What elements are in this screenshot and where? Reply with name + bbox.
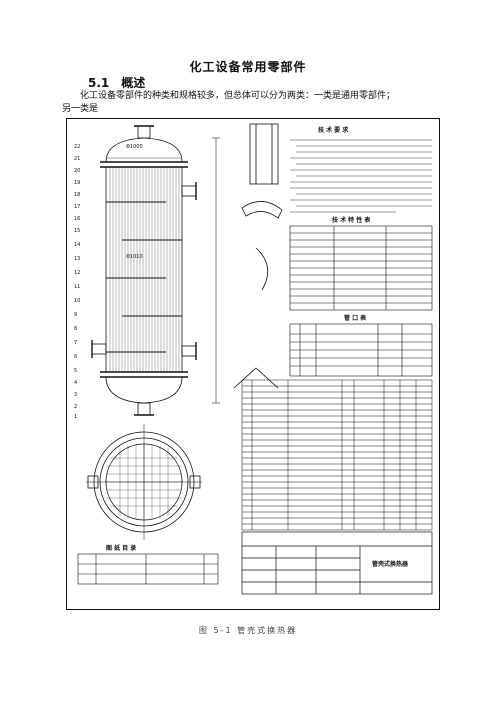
tech-lines bbox=[290, 139, 432, 213]
svg-text:4: 4 bbox=[74, 380, 77, 386]
tech-title: 技 术 要 求 bbox=[318, 126, 349, 134]
svg-text:1: 1 bbox=[74, 414, 77, 420]
paragraph-line-1: 化工设备零部件的种类和规格较多，但总体可以分为两类：一类是通用零部件； bbox=[80, 91, 396, 101]
svg-text:22: 22 bbox=[74, 144, 80, 150]
nozzle-table bbox=[289, 323, 433, 377]
dim-bottom: Φ1010 bbox=[126, 254, 143, 260]
nozzle-title: 管 口 表 bbox=[344, 314, 367, 322]
parts-list bbox=[241, 379, 433, 531]
svg-text:5: 5 bbox=[74, 368, 77, 374]
vessel-elevation bbox=[91, 125, 220, 416]
svg-text:2: 2 bbox=[74, 404, 77, 410]
svg-text:8: 8 bbox=[74, 326, 77, 332]
svg-text:9: 9 bbox=[74, 312, 77, 318]
svg-text:18: 18 bbox=[74, 192, 80, 198]
svg-text:17: 17 bbox=[74, 204, 80, 210]
paragraph-line-2: 另一类是 bbox=[62, 104, 99, 114]
section-title: 概述 bbox=[121, 76, 146, 90]
block-title: 管壳式换热器 bbox=[372, 560, 409, 568]
svg-text:19: 19 bbox=[74, 180, 80, 186]
ref-table bbox=[77, 553, 219, 585]
svg-text:16: 16 bbox=[74, 216, 80, 222]
spec-title: 技 术 特 性 表 bbox=[332, 216, 371, 224]
title-block bbox=[241, 531, 433, 595]
svg-text:14: 14 bbox=[74, 242, 80, 248]
svg-text:12: 12 bbox=[74, 270, 80, 276]
svg-text:13: 13 bbox=[74, 256, 80, 262]
dim-top: Φ1000 bbox=[126, 144, 143, 150]
section-heading: 5.1 概述 bbox=[88, 74, 145, 91]
svg-text:7: 7 bbox=[74, 340, 77, 346]
section-view bbox=[86, 424, 202, 540]
ref-title: 图 纸 目 录 bbox=[106, 544, 136, 552]
svg-text:3: 3 bbox=[74, 392, 77, 398]
svg-text:6: 6 bbox=[74, 354, 77, 360]
svg-text:21: 21 bbox=[74, 156, 80, 162]
page-title: 化工设备常用零部件 bbox=[189, 60, 307, 74]
svg-text:20: 20 bbox=[74, 168, 80, 174]
section-number: 5.1 bbox=[88, 76, 110, 90]
spec-table bbox=[289, 225, 433, 311]
svg-text:15: 15 bbox=[74, 228, 80, 234]
body-paragraph: 化工设备零部件的种类和规格较多，但总体可以分为两类：一类是通用零部件； 另一类是 bbox=[62, 90, 442, 116]
detail-view bbox=[233, 123, 283, 389]
svg-text:10: 10 bbox=[74, 298, 80, 304]
svg-text:11: 11 bbox=[74, 284, 80, 290]
figure-caption: 图 5-1 管壳式换热器 bbox=[198, 626, 298, 635]
